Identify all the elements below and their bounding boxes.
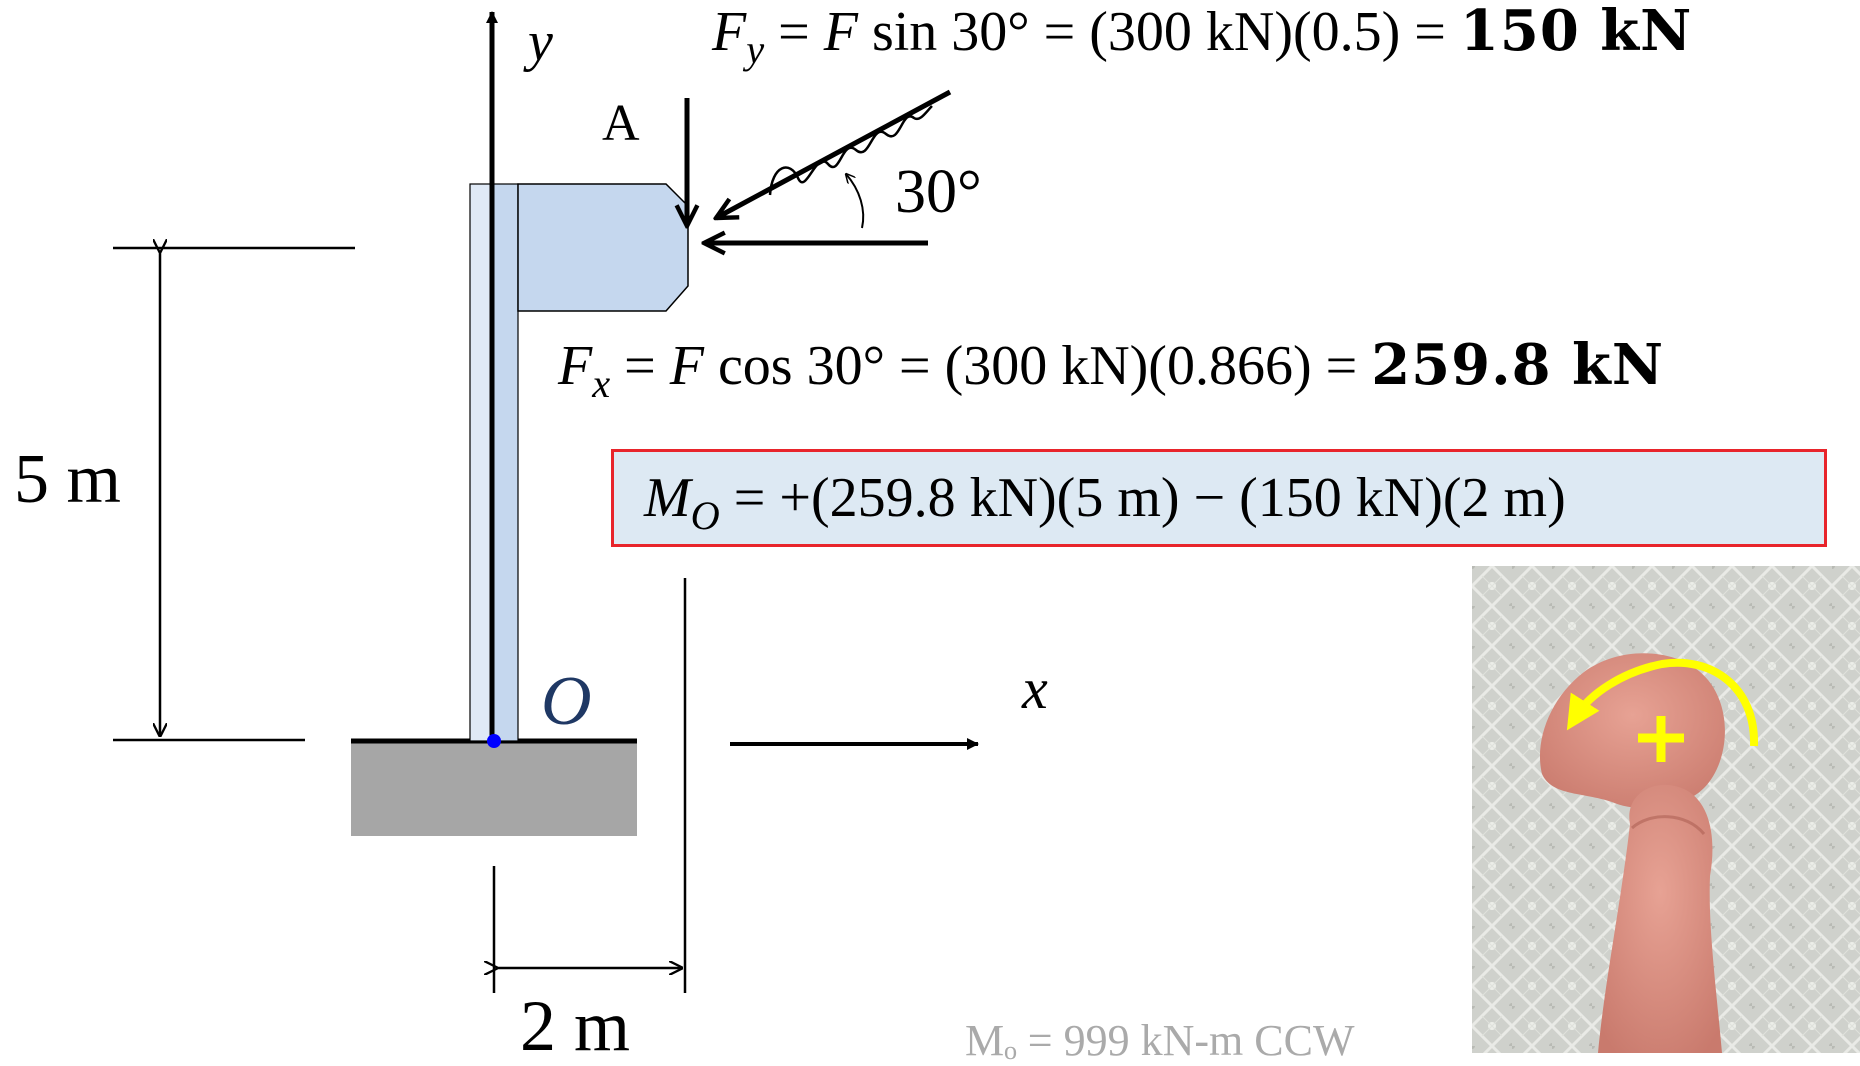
fy-rhs-text: sin 30° = (300 kN)(0.5) = xyxy=(857,1,1460,63)
origin-point xyxy=(487,734,501,748)
fy-rhs-symbol: F xyxy=(823,1,858,63)
fx-rhs-symbol: F xyxy=(669,335,704,397)
fx-rhs-text: cos 30° = (300 kN)(0.866) = xyxy=(703,335,1372,397)
fy-equation: Fy = F sin 30° = (300 kN)(0.5) = 150 kN xyxy=(712,0,1692,73)
curled-fingers xyxy=(1539,653,1725,809)
fx-equation: Fx = F cos 30° = (300 kN)(0.866) = 259.8… xyxy=(558,332,1664,407)
column-member xyxy=(491,183,519,742)
thumb-shadow xyxy=(1631,815,1706,835)
mo-rhs-text: = +(259.8 kN)(5 m) − (150 kN)(2 m) xyxy=(719,467,1566,529)
right-hand-rule-photo xyxy=(1472,566,1860,1053)
moment-equation-box: MO = +(259.8 kN)(5 m) − (150 kN)(2 m) xyxy=(611,449,1827,547)
moment-result-text: Mₒ = 999 kN-m CCW xyxy=(965,1016,1355,1065)
fy-equals: = xyxy=(764,1,824,63)
point-a-label: A xyxy=(602,95,640,152)
angle-arc xyxy=(846,174,865,229)
origin-label: O xyxy=(541,663,592,740)
fx-equals: = xyxy=(610,335,670,397)
fy-result: 150 kN xyxy=(1459,0,1693,64)
ccw-curl-arrow xyxy=(1566,658,1759,747)
force-arrow xyxy=(716,89,952,218)
cancel-wave xyxy=(768,105,933,196)
dim-height-label: 5 m xyxy=(14,441,121,518)
dim-width-label: 2 m xyxy=(520,986,630,1053)
x-axis-label: x xyxy=(1021,656,1048,721)
fx-lhs-sub: x xyxy=(592,360,611,406)
ground-block xyxy=(351,741,637,836)
fy-lhs-sub: y xyxy=(746,26,765,72)
column-light-strip xyxy=(469,183,493,742)
mo-lhs-sub: O xyxy=(690,492,720,538)
mo-lhs: M xyxy=(644,467,691,529)
fy-lhs: F xyxy=(712,1,747,63)
angle-label: 30° xyxy=(895,158,982,226)
y-axis-label: y xyxy=(523,11,553,73)
plus-sign xyxy=(1638,716,1684,762)
fx-result: 259.8 kN xyxy=(1371,332,1665,398)
bracket-arm xyxy=(517,183,689,312)
fx-lhs: F xyxy=(558,335,593,397)
moment-equation: MO = +(259.8 kN)(5 m) − (150 kN)(2 m) xyxy=(644,466,1566,539)
thumb xyxy=(1598,784,1722,1053)
